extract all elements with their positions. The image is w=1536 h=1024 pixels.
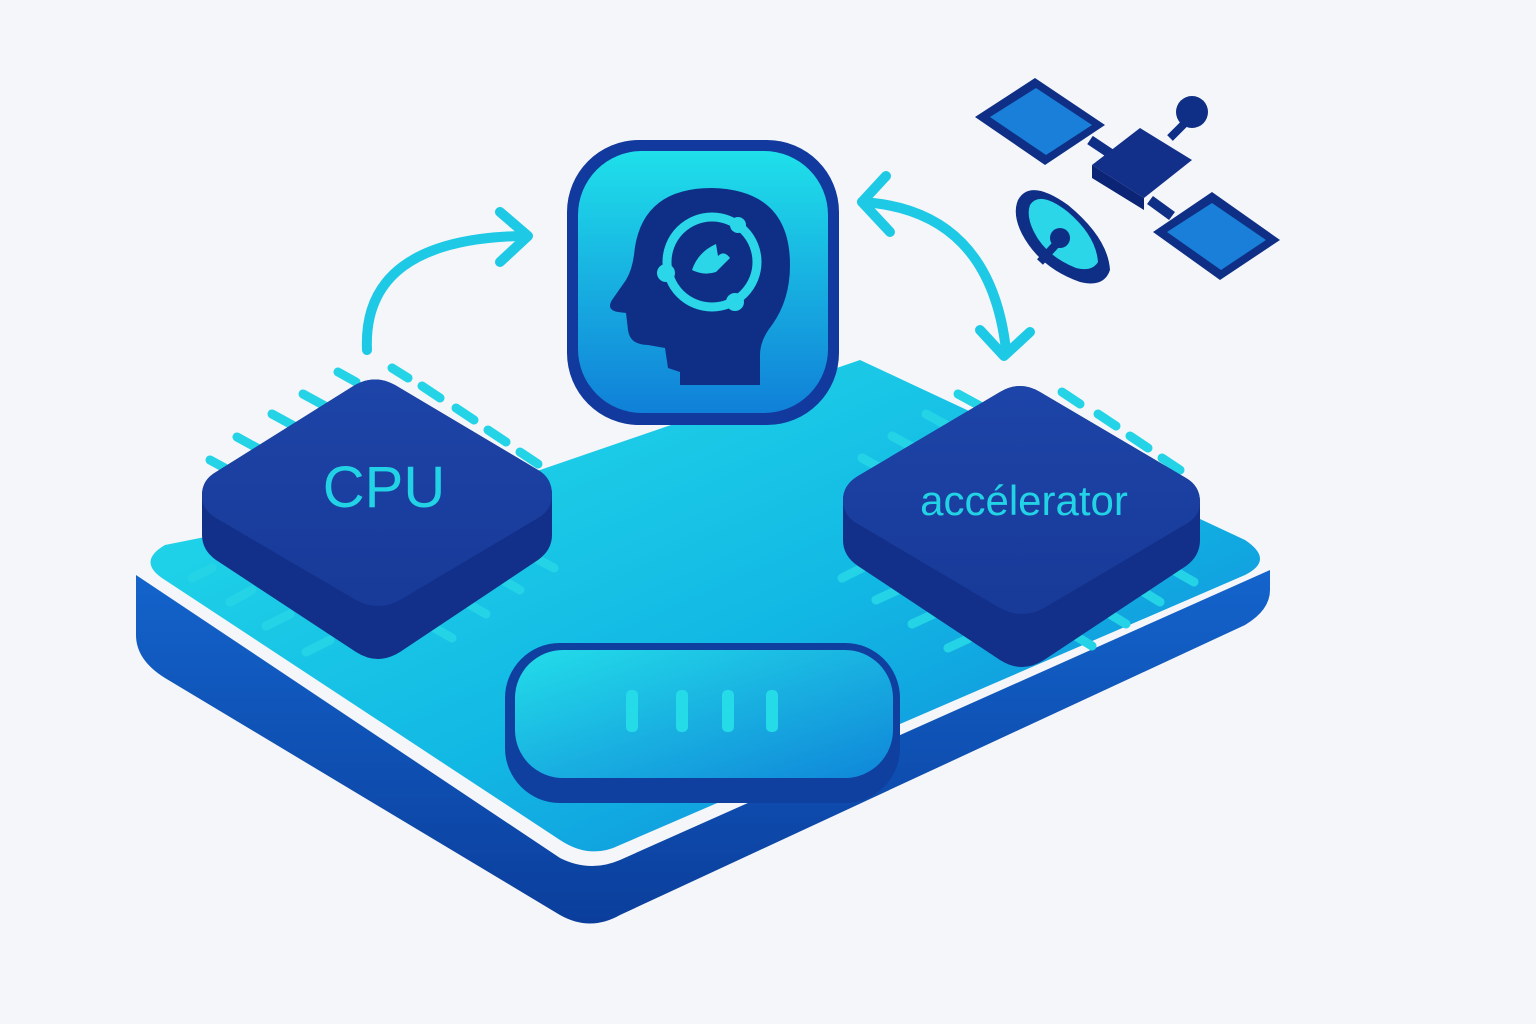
ai-arrowhead: [857, 171, 895, 237]
slot-ticks: [626, 690, 778, 732]
satellite-icon: [975, 78, 1280, 284]
ai-head-icon: [610, 188, 790, 385]
accelerator-arrowhead: [975, 325, 1035, 361]
cpu-to-ai-arrow: [361, 231, 525, 355]
cpu-label: CPU: [323, 455, 445, 520]
ai-accelerator-arrow: [857, 197, 1011, 355]
data-flow-arrows: [361, 171, 1035, 361]
ai-processor: [567, 140, 839, 425]
cpu-chip: CPU: [187, 363, 559, 659]
accelerator-label: accélerator: [920, 477, 1128, 524]
board-side: [136, 570, 1270, 924]
memory-slot: [505, 643, 900, 803]
cpu-to-ai-arrowhead: [495, 207, 533, 267]
accelerator-chip: accélerator: [837, 386, 1200, 667]
cpu-pins: [187, 363, 559, 657]
